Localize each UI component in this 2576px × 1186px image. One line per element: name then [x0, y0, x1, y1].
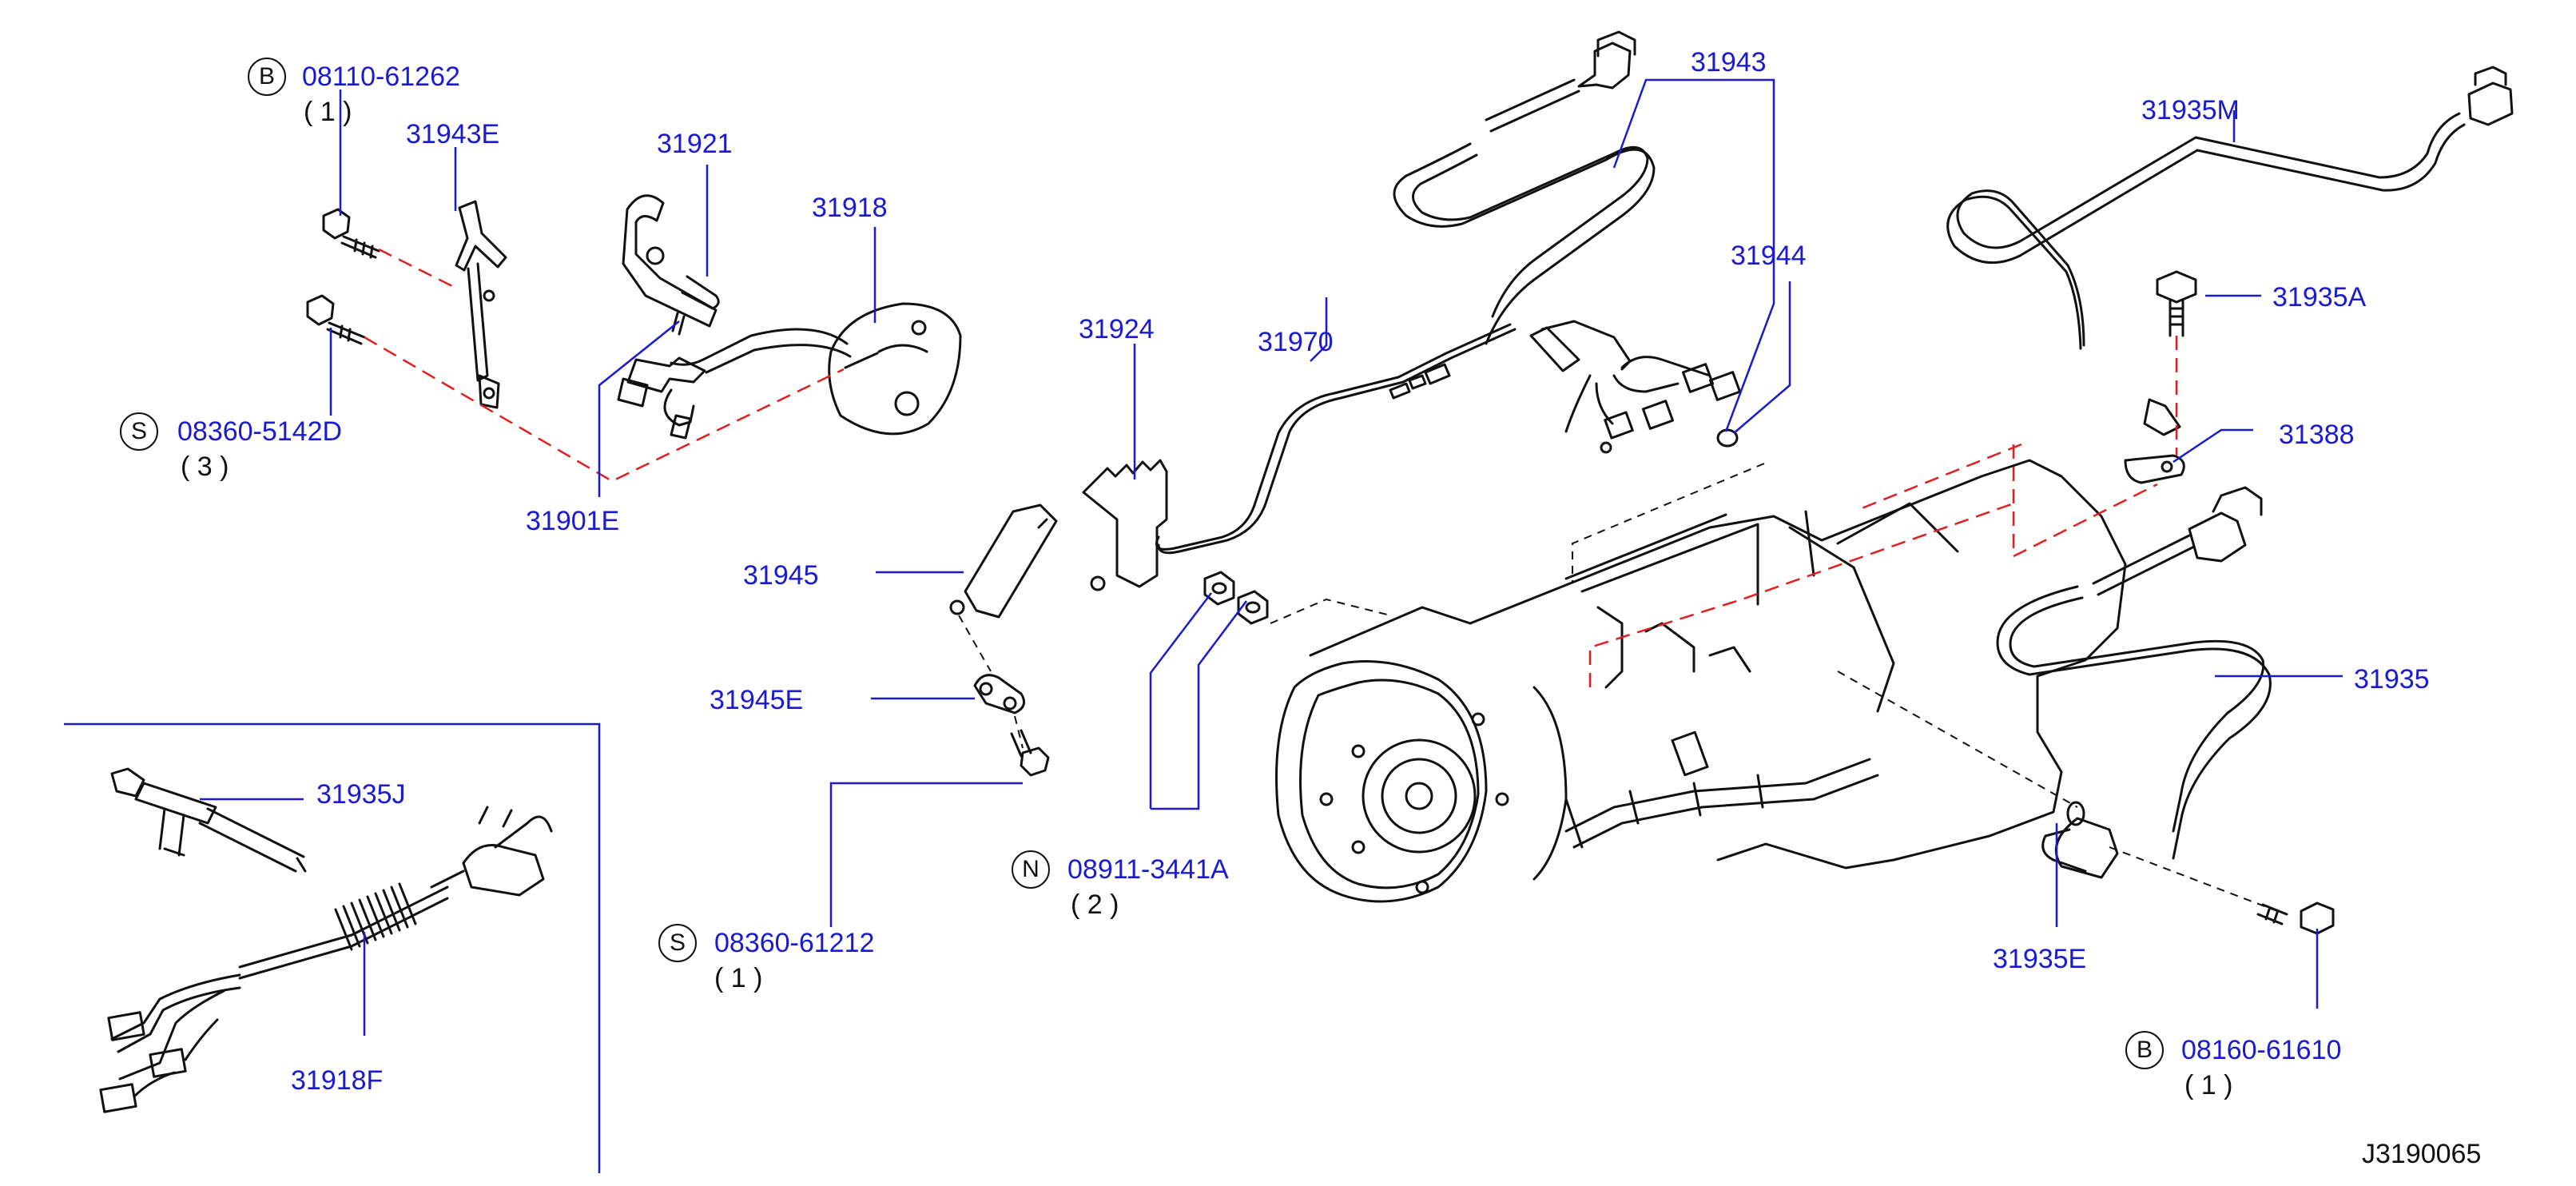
- guide-screw: [1014, 715, 1024, 749]
- guide-31935M: [1861, 443, 2022, 510]
- callout-31388: 31388: [2279, 420, 2355, 450]
- callout-31924: 31924: [1079, 314, 1155, 344]
- callout-31945E: 31945E: [710, 685, 804, 715]
- inset-frame: [64, 722, 601, 1173]
- badge-screw-left: S: [120, 412, 158, 451]
- fastener-qty-nut: ( 2 ): [1071, 890, 1119, 920]
- washer-31945E-drawing: [973, 674, 1026, 714]
- guide-31945E: [958, 615, 992, 672]
- callout-31918: 31918: [812, 193, 888, 223]
- callout-31921: 31921: [657, 129, 733, 159]
- leader-08911: [1149, 592, 1247, 810]
- callout-31944: 31944: [1731, 241, 1807, 271]
- screw-08360-61212-drawing: [1010, 729, 1050, 777]
- shift-lever-31921-drawing: [622, 194, 720, 336]
- bolt-08160-61610-drawing: [2256, 901, 2335, 935]
- fastener-qty-bolt-top: ( 1 ): [304, 97, 352, 127]
- callout-31943: 31943: [1691, 47, 1767, 78]
- cable-31970-drawing: [1155, 323, 1517, 555]
- bolt-08110-61262-drawing: [322, 208, 380, 259]
- fastener-qty-bolt-right: ( 1 ): [2184, 1070, 2233, 1100]
- fastener-number-bolt-top: 08110-61262: [302, 62, 460, 92]
- callout-31943E: 31943E: [406, 119, 500, 149]
- callout-31935A: 31935A: [2272, 282, 2367, 312]
- badge-bolt-top: B: [248, 58, 286, 96]
- leader-08360-61212: [829, 782, 1023, 927]
- fastener-number-screw-left: 08360-5142D: [177, 416, 343, 447]
- sensor-harness-31935-drawing: [1996, 486, 2272, 879]
- callout-31935J: 31935J: [316, 779, 406, 810]
- harness-31935M-drawing: [1946, 66, 2514, 436]
- leader-31901E: [598, 320, 680, 497]
- callout-31970: 31970: [1258, 327, 1334, 357]
- callout-31901E: 31901E: [526, 506, 620, 536]
- guide-trans-top: [2012, 444, 2158, 559]
- callout-31935M: 31935M: [2141, 95, 2240, 125]
- callout-31918F: 31918F: [291, 1065, 384, 1096]
- bracket-31945-drawing: [949, 503, 1058, 619]
- bolt-08360-5142D-drawing: [306, 294, 366, 345]
- fastener-qty-screw-bottom: ( 1 ): [714, 963, 763, 993]
- leader-31388: [2173, 428, 2253, 464]
- plate-31924-drawing: [1082, 459, 1168, 591]
- leader-31944: [1733, 281, 1791, 434]
- guide-31944: [1572, 463, 1765, 583]
- badge-bolt-right: B: [2125, 1031, 2164, 1069]
- guide-08160: [2109, 846, 2278, 912]
- guide-31935E: [1837, 671, 2078, 808]
- diagram-code: J3190065: [2362, 1139, 2482, 1169]
- nut-08911-3441A-drawing: [1203, 571, 1269, 625]
- fastener-number-nut: 08911-3441A: [1067, 854, 1229, 885]
- bracket-31943E-drawing: [455, 200, 507, 409]
- fastener-number-bolt-right: 08160-61610: [2181, 1035, 2342, 1065]
- callout-31935E: 31935E: [1993, 944, 2087, 974]
- guide-bolt-left: [364, 336, 845, 483]
- guide-nut: [1270, 598, 1391, 624]
- leader-31943: [1612, 78, 1775, 432]
- leader-31970: [1310, 297, 1328, 362]
- clip-31935J-drawing: [110, 767, 307, 873]
- switch-31918-drawing: [617, 302, 962, 440]
- callout-31935: 31935: [2354, 664, 2430, 694]
- badge-screw-bottom: S: [658, 924, 697, 962]
- transmission-assembly-drawing: [1275, 459, 2127, 903]
- fastener-qty-screw-left: ( 3 ): [181, 452, 229, 482]
- bolt-31935A-drawing: [2156, 270, 2197, 337]
- fastener-number-screw-bottom: 08360-61212: [714, 928, 875, 958]
- guide-bolt-top: [378, 248, 459, 291]
- callout-31945: 31945: [743, 560, 819, 591]
- harness-31943-drawing: [1393, 30, 1742, 454]
- badge-nut: N: [1012, 850, 1050, 889]
- guide-trans-right: [1588, 502, 2014, 687]
- o-ring-31935E-drawing: [2066, 801, 2085, 826]
- harness-31918F-drawing: [99, 806, 553, 1113]
